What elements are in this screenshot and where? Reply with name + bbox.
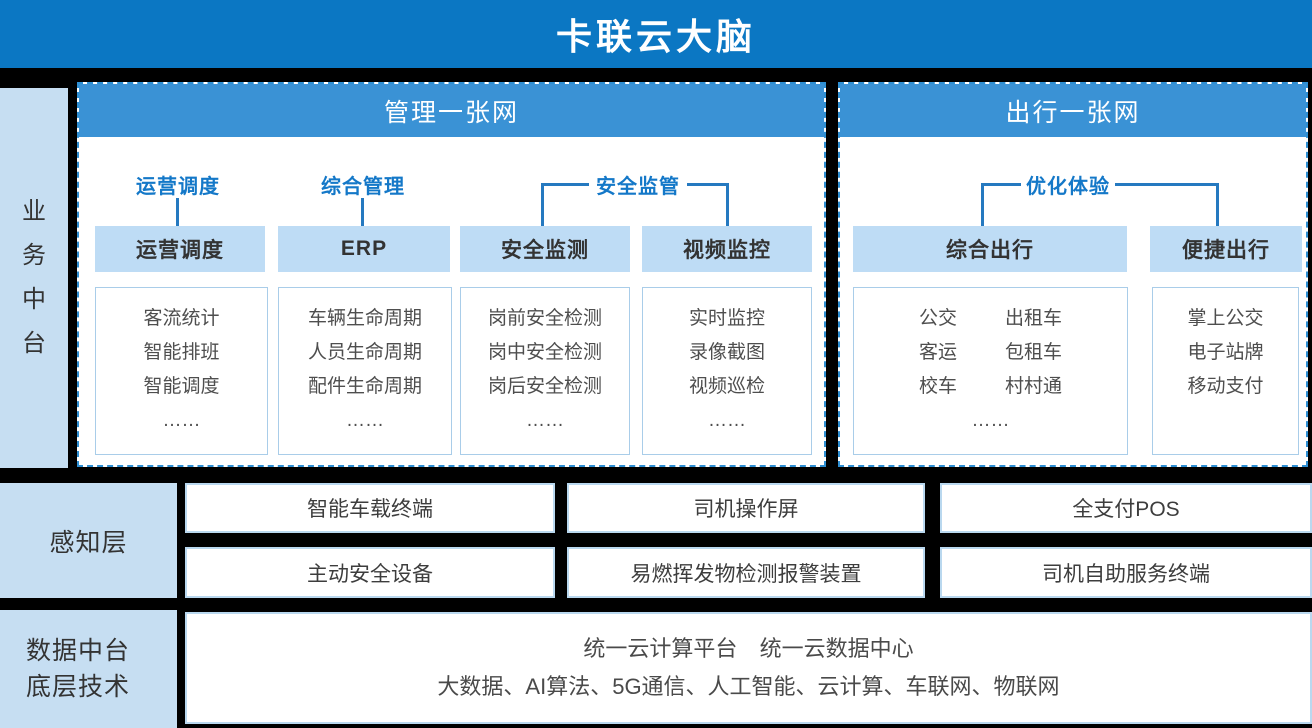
connector-experience-right-vertical	[1216, 183, 1219, 226]
list-item: 校车	[918, 376, 957, 397]
list-item: 公交	[918, 308, 957, 329]
list-item: 智能调度	[143, 376, 220, 397]
panel-management-header: 管理一张网	[79, 84, 824, 137]
list-safety-monitoring: 岗前安全检测 岗中安全检测 岗后安全检测 ……	[460, 287, 630, 455]
connector-safety-left-horizontal	[541, 183, 589, 186]
list-item: 人员生命周期	[307, 342, 422, 363]
connector-safety-right-vertical	[726, 183, 729, 226]
list-item: 出租车	[1005, 308, 1063, 329]
connector-safety-right-horizontal	[687, 183, 729, 186]
list-item: 移动支付	[1187, 376, 1264, 397]
list-item-more: ……	[708, 410, 746, 431]
connector-safety-left-vertical	[541, 183, 544, 226]
tech-line: 大数据、AI算法、5G通信、人工智能、云计算、车联网、物联网	[437, 674, 1060, 699]
list-comprehensive-travel: 公交 出租车 客运 包租车 校车 村村通 ……	[853, 287, 1128, 455]
list-erp: 车辆生命周期 人员生命周期 配件生命周期 ……	[278, 287, 452, 455]
device-flammable-detector: 易燃挥发物检测报警装置	[567, 547, 925, 598]
list-item: 岗中安全检测	[487, 342, 602, 363]
business-layer-side-label: 业 务 中 台	[0, 88, 68, 468]
list-ops-dispatch: 客流统计 智能排班 智能调度 ……	[95, 287, 268, 455]
label-ops-dispatch: 运营调度	[136, 176, 220, 198]
panel-travel-header: 出行一张网	[840, 84, 1306, 137]
list-item: 电子站牌	[1187, 342, 1264, 363]
device-smart-vehicle-terminal: 智能车载终端	[185, 483, 555, 533]
platform-item: 统一云数据中心	[759, 636, 914, 661]
list-item: 智能排班	[143, 342, 220, 363]
list-item-more: ……	[971, 410, 1010, 431]
list-item: 包租车	[1005, 342, 1063, 363]
module-convenient-travel: 便捷出行	[1150, 226, 1302, 272]
module-video-surveillance: 视频监控	[642, 226, 812, 272]
data-layer-label: 数据中台 底层技术	[0, 610, 177, 728]
list-pair-row: 客运 包租车	[854, 336, 1127, 370]
module-comprehensive-travel: 综合出行	[853, 226, 1127, 272]
list-item: 视频巡检	[688, 376, 765, 397]
connector-experience-left-vertical	[981, 183, 984, 226]
list-item: 岗后安全检测	[487, 376, 602, 397]
platform-item: 统一云计算平台	[583, 636, 738, 661]
module-safety-monitoring: 安全监测	[460, 226, 630, 272]
list-item: 配件生命周期	[307, 376, 422, 397]
list-item: 客流统计	[143, 308, 220, 329]
list-item-more: ……	[346, 410, 384, 431]
list-item: 实时监控	[688, 308, 765, 329]
list-item-more: ……	[162, 410, 201, 431]
list-item: 客运	[918, 342, 957, 363]
list-item: 村村通	[1005, 376, 1063, 397]
side-label-char: 中	[22, 286, 46, 313]
device-active-safety: 主动安全设备	[185, 547, 555, 598]
list-item: 车辆生命周期	[307, 308, 422, 329]
side-label-char: 业	[22, 198, 46, 225]
connector-experience-right-horizontal	[1115, 183, 1219, 186]
list-pair-row: 校车 村村通	[854, 370, 1127, 404]
list-item: 岗前安全检测	[487, 308, 602, 329]
side-label-char: 台	[22, 330, 46, 357]
list-item-more: ……	[526, 410, 564, 431]
connector-experience-left-horizontal	[981, 183, 1021, 186]
data-layer-content: 统一云计算平台 统一云数据中心 大数据、AI算法、5G通信、人工智能、云计算、车…	[185, 612, 1312, 724]
perception-layer-label: 感知层	[0, 483, 177, 598]
label-optimize-experience: 优化体验	[1026, 176, 1110, 198]
device-driver-screen: 司机操作屏	[567, 483, 925, 533]
module-ops-dispatch: 运营调度	[95, 226, 265, 272]
device-payment-pos: 全支付POS	[940, 483, 1312, 533]
connector-ops-vertical	[176, 198, 179, 226]
data-layer-label-line: 底层技术	[26, 673, 131, 701]
side-label-char: 务	[22, 242, 46, 269]
list-item: 录像截图	[688, 342, 765, 363]
label-safety-supervision: 安全监管	[596, 176, 680, 198]
data-layer-label-line: 数据中台	[26, 637, 131, 665]
platform-line: 统一云计算平台 统一云数据中心	[575, 630, 921, 668]
module-erp: ERP	[278, 226, 450, 272]
label-comprehensive-mgmt: 综合管理	[321, 176, 405, 198]
page-title: 卡联云大脑	[555, 16, 756, 57]
connector-mgmt-vertical	[361, 198, 364, 226]
list-convenient-travel: 掌上公交 电子站牌 移动支付	[1152, 287, 1299, 455]
title-banner: 卡联云大脑	[0, 0, 1312, 68]
list-item: 掌上公交	[1187, 308, 1264, 329]
list-video-surveillance: 实时监控 录像截图 视频巡检 ……	[642, 287, 812, 455]
device-driver-self-service: 司机自助服务终端	[940, 547, 1312, 598]
list-pair-row: 公交 出租车	[854, 302, 1127, 336]
